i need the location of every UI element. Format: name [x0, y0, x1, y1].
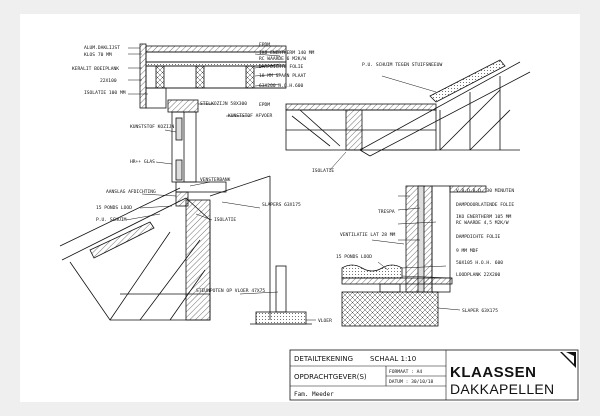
label-hr-glas: HR++ GLAS [130, 159, 155, 165]
label-trespa: TRESPA [378, 209, 395, 215]
label-kunststof-kozijn: KUNSTSTOF KOZIJN [130, 124, 174, 130]
label-vloer: VLOER [318, 318, 332, 324]
label-isolatie-left: ISOLATIE [214, 217, 236, 223]
label-slapers: SLAPERS 63X175 [262, 202, 301, 208]
label-alum-daklijst: ALUM.DAKLIJST [84, 45, 120, 51]
label-pu-schuim-left: P.U. SCHUIM [96, 217, 127, 223]
label-rc-45: RC WAARDE 4,5 M2K/W [456, 220, 509, 226]
label-rc-6: RC WAARDE 6 M2K/W [259, 56, 306, 62]
label-steunpoten: STEUNPOTEN OP VLOER 47X75 [196, 288, 265, 294]
detail-geometry [59, 43, 531, 327]
paper [20, 14, 580, 402]
label-ventilatie: VENTILATIE LAT 28 MM [340, 232, 396, 238]
title-formaat: FORMAAT : A4 [389, 369, 422, 375]
label-ponds-lood-2: 15 PONDS LOOD [336, 254, 372, 260]
brand-name-bottom: DAKKAPELLEN [450, 381, 554, 397]
label-spaanplaat: 18 MM SPAAN PLAAT [259, 73, 306, 79]
label-pu-schuim-right: P.U. SCHUIM TEGEN STUIFSNEEUW [362, 62, 442, 68]
label-klos: KLOS 70 MM [84, 52, 112, 58]
title-datum: DATUM : 30/10/18 [389, 379, 433, 385]
label-keralit: KERALIT BOEIPLANK [72, 66, 119, 72]
title-schaal: SCHAAL 1:10 [370, 355, 416, 363]
label-enertherm-140: IKO ENERTHERM 140 MM [259, 50, 315, 56]
label-22x100: 22X100 [100, 78, 117, 84]
label-epdm-mid: EPDM [259, 102, 270, 108]
label-isolatie-100: ISOLATIE 100 MM [84, 90, 126, 96]
label-63x200: 63X200 H.O.H.600 [259, 83, 303, 89]
label-mdf: 9 MM MDF [456, 248, 478, 254]
label-dampdichte-right: DAMPDICHTE FOLIE [456, 234, 500, 240]
label-ponds-lood-1: 15 PONDS LOOD [96, 205, 132, 211]
label-vbdbd: V.B.D.B.D. 30 MINUTEN [456, 188, 514, 194]
label-vensterbank: VENSTERBANK [200, 177, 231, 183]
title-block: DETAILTEKENING SCHAAL 1:10 OPDRACHTGEVER… [289, 349, 579, 401]
label-isolatie-mid: ISOLATIE [312, 168, 334, 174]
title-opdrachtgever: OPDRACHTGEVER(S) [294, 373, 367, 381]
label-stelkozijn: STELKOZIJN 58X300 [200, 101, 247, 107]
title-client: Fam. Meeder [294, 391, 334, 398]
labels: ALUM.DAKLIJST KLOS 70 MM KERALIT BOEIPLA… [72, 42, 514, 324]
label-loodplank: LOODPLANK 22X200 [456, 272, 500, 278]
label-dampdoorlatende: DAMPDOORLATENDE FOLIE [456, 202, 514, 208]
label-enertherm-105: IKO ENERTHERM 105 MM [456, 214, 512, 220]
label-epdm-top: EPDM [259, 42, 270, 48]
label-aanslag: AANSLAG AFDICHTING [106, 189, 156, 195]
label-dampdichte-top: DAMPDICHTE FOLIE [259, 64, 303, 70]
leader-lines [125, 45, 461, 321]
title-detail: DETAILTEKENING [294, 355, 353, 363]
label-50x105: 50X105 H.O.H. 600 [456, 260, 503, 266]
brand-name-top: KLAASSEN [450, 364, 537, 381]
label-slaper-bottom: SLAPER 63X175 [462, 308, 498, 314]
label-kunststof-afvoer: KUNSTSTOF AFVOER [228, 113, 272, 119]
